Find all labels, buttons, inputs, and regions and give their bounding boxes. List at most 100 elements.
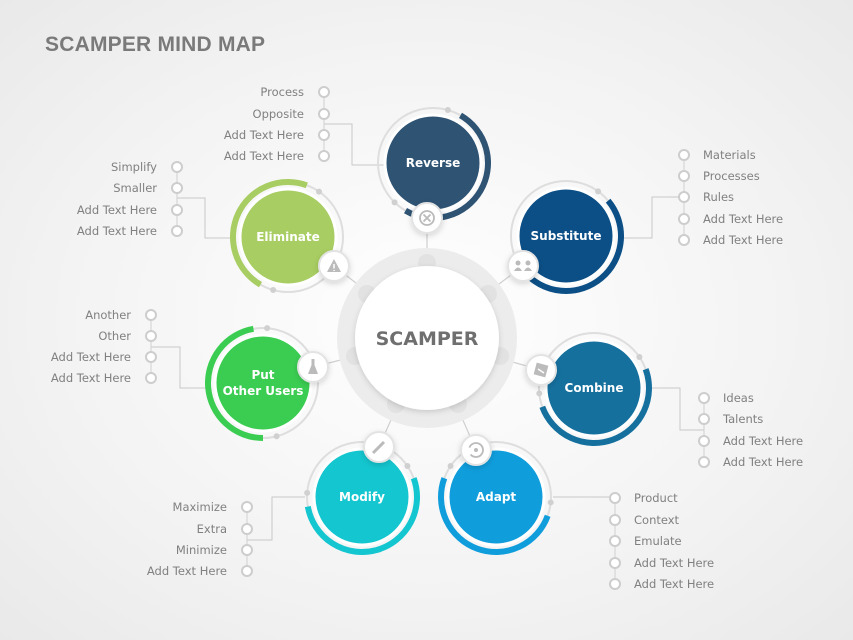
list-item-reverse[interactable]: Opposite: [253, 107, 304, 121]
list-bullet: [318, 150, 330, 162]
list-item-combine[interactable]: Ideas: [723, 391, 754, 405]
list-item-substitute[interactable]: Add Text Here: [703, 233, 783, 247]
list-connector: [247, 496, 305, 541]
list-item-combine[interactable]: Add Text Here: [723, 434, 803, 448]
node-accent-arc: [521, 198, 624, 294]
ring-dot: [595, 188, 602, 195]
list-bullet: [318, 108, 330, 120]
list-bullet: [241, 565, 253, 577]
list-item-put[interactable]: Add Text Here: [51, 371, 131, 385]
list-item-adapt[interactable]: Context: [634, 513, 680, 527]
ring-dot: [404, 462, 411, 469]
list-item-substitute[interactable]: Add Text Here: [703, 212, 783, 226]
list-bullet: [698, 435, 710, 447]
ring-dot: [444, 107, 451, 114]
node-circle-modify: [312, 447, 412, 547]
list-item-eliminate[interactable]: Add Text Here: [77, 224, 157, 238]
badge-circle: [507, 250, 539, 282]
list-bullet: [171, 182, 183, 194]
list-bullet: [678, 191, 690, 203]
list-item-put[interactable]: Add Text Here: [51, 350, 131, 364]
node-accent-arc: [205, 325, 264, 441]
node-accent-arc: [230, 179, 308, 288]
pencil-icon: [371, 440, 386, 455]
list-item-modify[interactable]: Extra: [197, 522, 227, 536]
list-bullet: [145, 351, 157, 363]
list-bullet: [241, 523, 253, 535]
list-item-put[interactable]: Another: [85, 308, 131, 322]
list-connector: [622, 196, 684, 239]
cycle-icon: [468, 442, 484, 458]
ring-dot: [636, 353, 643, 360]
ring-dot: [536, 390, 543, 397]
node-accent-arc: [438, 477, 551, 555]
list-bullet: [171, 161, 183, 173]
ring-dot: [391, 199, 398, 206]
list-connector: [324, 123, 386, 166]
list-item-combine[interactable]: Talents: [722, 412, 763, 426]
list-bullet: [145, 309, 157, 321]
node-circle-put: [213, 333, 313, 433]
icon-badge: [411, 202, 443, 234]
list-item-put[interactable]: Other: [98, 329, 131, 343]
node-circle-substitute: [516, 186, 616, 286]
list-item-modify[interactable]: Add Text Here: [147, 564, 227, 578]
list-bullet: [241, 501, 253, 513]
icon-badge: [297, 351, 329, 383]
list-item-substitute[interactable]: Rules: [703, 190, 734, 204]
list-bullet: [171, 204, 183, 216]
list-item-adapt[interactable]: Product: [634, 491, 678, 505]
ring-dot: [447, 462, 454, 469]
list-item-reverse[interactable]: Process: [260, 85, 304, 99]
icon-badge: [363, 431, 395, 463]
list-bullet: [318, 129, 330, 141]
node-accent-arc: [304, 477, 420, 555]
list-item-substitute[interactable]: Processes: [703, 169, 760, 183]
ring-dot: [264, 325, 271, 332]
node-label: Put: [251, 368, 274, 382]
node-label: Combine: [565, 381, 624, 395]
list-connector: [650, 387, 704, 431]
list-item-adapt[interactable]: Add Text Here: [634, 577, 714, 591]
list-item-modify[interactable]: Maximize: [173, 500, 227, 514]
node-label: Adapt: [476, 490, 517, 504]
list-item-reverse[interactable]: Add Text Here: [224, 128, 304, 142]
list-item-reverse[interactable]: Add Text Here: [224, 149, 304, 163]
list-item-eliminate[interactable]: Add Text Here: [77, 203, 157, 217]
list-bullet: [698, 413, 710, 425]
icon-badge: [507, 250, 539, 282]
list-item-adapt[interactable]: Add Text Here: [634, 556, 714, 570]
list-bullet: [145, 372, 157, 384]
list-bullet: [678, 149, 690, 161]
list-bullet: [698, 392, 710, 404]
node-label: Substitute: [531, 229, 602, 243]
center-label: SCAMPER: [376, 328, 479, 350]
list-bullet: [609, 492, 621, 504]
page-title: SCAMPER MIND MAP: [45, 33, 266, 56]
list-item-eliminate[interactable]: Smaller: [113, 181, 157, 195]
list-bullet: [609, 578, 621, 590]
node-circle-eliminate: [238, 187, 338, 287]
ring-dot: [304, 489, 311, 496]
list-bullet: [171, 225, 183, 237]
flask-icon: [308, 359, 318, 374]
list-bullet: [678, 234, 690, 246]
reverse-x-icon: [419, 210, 435, 226]
list-item-adapt[interactable]: Emulate: [634, 534, 682, 548]
list-bullet: [609, 514, 621, 526]
list-connector: [177, 197, 235, 239]
list-item-eliminate[interactable]: Simplify: [111, 160, 157, 174]
people-icon: [514, 260, 532, 271]
list-item-substitute[interactable]: Materials: [703, 148, 756, 162]
list-item-combine[interactable]: Add Text Here: [723, 455, 803, 469]
node-label: Modify: [339, 490, 385, 504]
list-item-modify[interactable]: Minimize: [176, 543, 227, 557]
